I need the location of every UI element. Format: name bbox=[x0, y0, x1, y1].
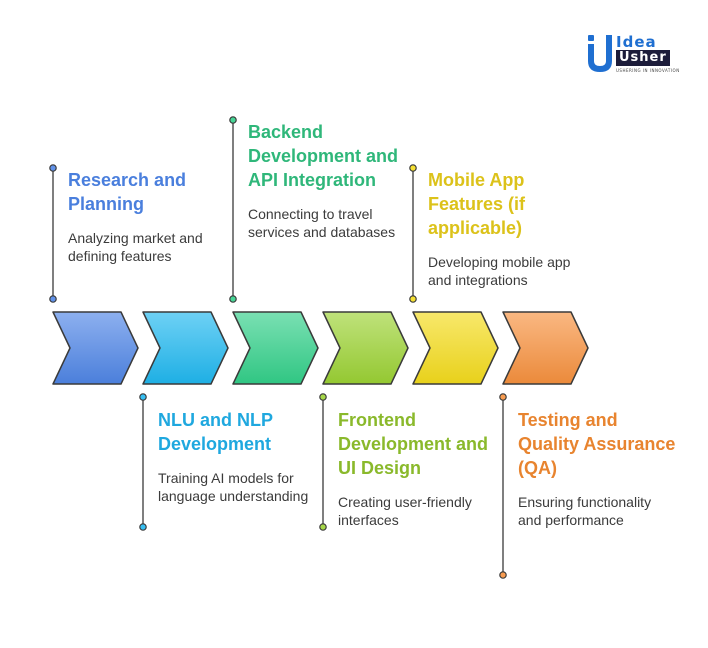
connector-dot-6-bottom bbox=[499, 571, 507, 579]
step-mobile-app-features: Mobile App Features (if applicable) Deve… bbox=[428, 168, 588, 289]
connector-dot-5-top bbox=[409, 164, 417, 172]
chevron-step-4 bbox=[322, 311, 409, 385]
logo-tagline: USHERING IN INNOVATION bbox=[616, 68, 680, 73]
connector-dot-4-top bbox=[319, 393, 327, 401]
connector-dot-1-bottom bbox=[49, 295, 57, 303]
step-title: Backend Development and API Integration bbox=[248, 122, 399, 190]
step-description: Ensuring functionality and performance bbox=[518, 494, 652, 528]
step-description: Creating user-friendly interfaces bbox=[338, 494, 472, 528]
connector-dot-6-top bbox=[499, 393, 507, 401]
chevron-step-2 bbox=[142, 311, 229, 385]
step-frontend-development: Frontend Development and UI Design Creat… bbox=[338, 408, 498, 529]
connector-dot-1-top bbox=[49, 164, 57, 172]
chevron-step-3 bbox=[232, 311, 319, 385]
chevron-step-6 bbox=[502, 311, 589, 385]
step-nlu-nlp-development: NLU and NLP Development Training AI mode… bbox=[158, 408, 318, 505]
step-description: Analyzing market and defining features bbox=[68, 230, 203, 264]
chevron-step-1 bbox=[52, 311, 139, 385]
step-title: Testing and Quality Assurance (QA) bbox=[518, 410, 676, 478]
idea-usher-logo: Idea Usher USHERING IN INNOVATION bbox=[586, 33, 686, 73]
connector-dot-5-bottom bbox=[409, 295, 417, 303]
step-backend-development: Backend Development and API Integration … bbox=[248, 120, 408, 241]
step-testing-qa: Testing and Quality Assurance (QA) Ensur… bbox=[518, 408, 678, 529]
chevron-step-5 bbox=[412, 311, 499, 385]
step-description: Connecting to travel services and databa… bbox=[248, 206, 396, 240]
step-description: Training AI models for language understa… bbox=[158, 470, 309, 504]
step-research-planning: Research and Planning Analyzing market a… bbox=[68, 168, 228, 265]
logo-word-bottom-text: Usher bbox=[619, 50, 667, 65]
step-title: Mobile App Features (if applicable) bbox=[428, 170, 526, 238]
step-title: NLU and NLP Development bbox=[158, 410, 273, 454]
logo-word-bottom: Usher bbox=[616, 50, 670, 66]
connector-dot-4-bottom bbox=[319, 523, 327, 531]
step-title: Frontend Development and UI Design bbox=[338, 410, 489, 478]
step-title: Research and Planning bbox=[68, 170, 187, 214]
logo-word-top: Idea bbox=[616, 33, 657, 51]
connector-dot-2-bottom bbox=[139, 523, 147, 531]
connector-dot-3-top bbox=[229, 116, 237, 124]
connector-dot-3-bottom bbox=[229, 295, 237, 303]
logo-mark-icon bbox=[588, 35, 612, 72]
step-description: Developing mobile app and integrations bbox=[428, 254, 571, 288]
connector-dot-2-top bbox=[139, 393, 147, 401]
